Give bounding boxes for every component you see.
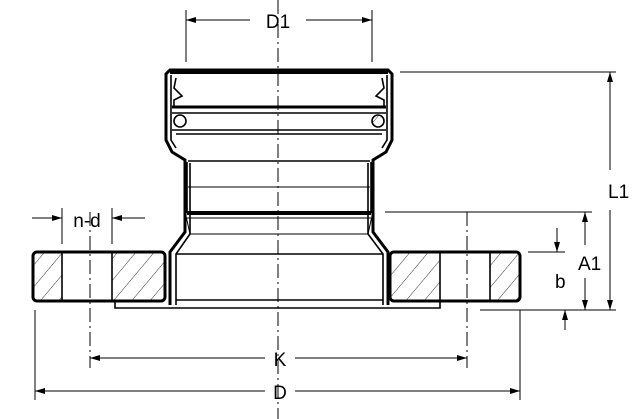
dimension-k: K — [90, 350, 467, 371]
pipe-body — [114, 68, 441, 309]
label-b: b — [555, 272, 566, 293]
label-n-d: n-d — [73, 211, 100, 232]
dimension-n-d: n-d — [32, 208, 145, 244]
dimension-a1: A1 — [385, 211, 601, 310]
dimension-l1: L1 — [400, 71, 629, 311]
label-k: K — [274, 350, 287, 371]
label-d: D — [273, 383, 287, 404]
dimension-d1: D1 — [185, 10, 373, 62]
label-d1: D1 — [266, 12, 290, 33]
dimension-d: D — [34, 310, 521, 404]
label-l1: L1 — [608, 182, 629, 203]
o-ring-left — [173, 114, 187, 128]
flange-right — [388, 250, 522, 303]
center-lines — [89, 0, 468, 419]
dimension-b: b — [528, 228, 568, 330]
o-ring-right — [371, 114, 385, 128]
flange-left — [31, 250, 167, 303]
label-a1: A1 — [578, 254, 601, 275]
